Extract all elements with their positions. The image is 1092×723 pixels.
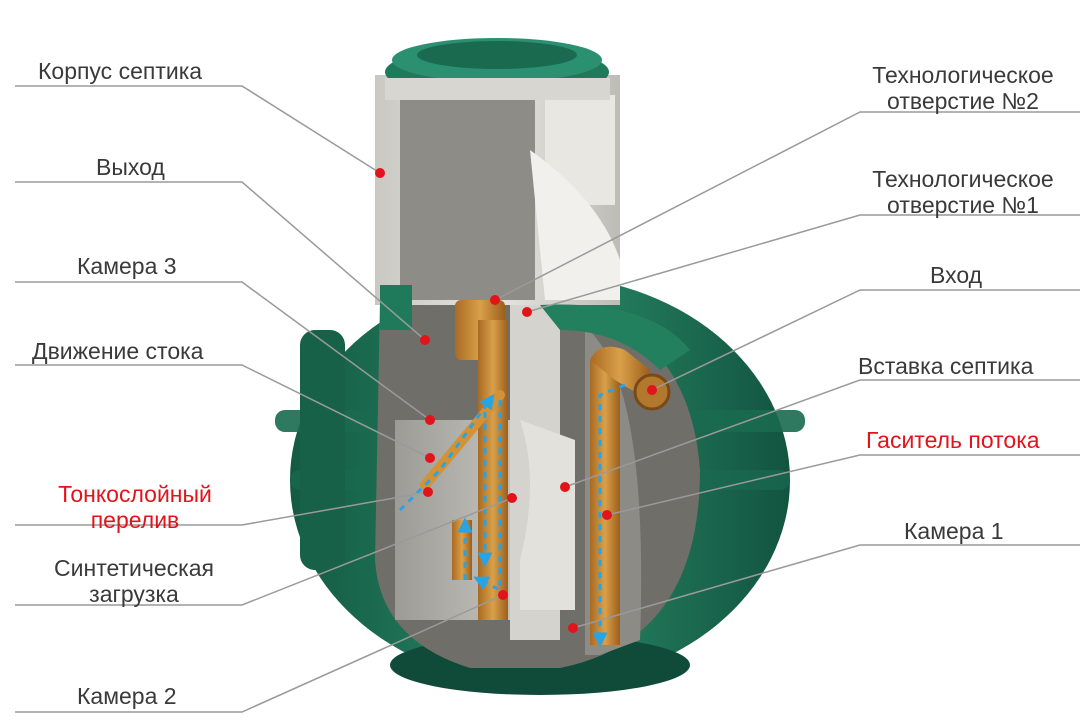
label-korpus: Корпус септика (38, 58, 202, 84)
marker-tech2 (490, 295, 500, 305)
label-vstavka: Вставка септика (858, 353, 1033, 379)
marker-tonko (423, 487, 433, 497)
marker-kamera1 (568, 623, 578, 633)
marker-dvizhenie (425, 453, 435, 463)
marker-vstavka (560, 482, 570, 492)
label-sint-line1: Синтетическая (38, 555, 230, 581)
label-kamera2: Камера 2 (77, 683, 177, 709)
label-tech2-line1: Технологическое (848, 62, 1078, 88)
marker-kamera2 (498, 590, 508, 600)
label-vyhod: Выход (96, 154, 165, 180)
label-tonko-line1: Тонкослойный (40, 481, 230, 507)
label-tech1-line1: Технологическое (848, 166, 1078, 192)
marker-sint (507, 493, 517, 503)
label-tonkosloyny: Тонкослойный перелив (40, 481, 230, 533)
label-tech1: Технологическое отверстие №1 (848, 166, 1078, 218)
marker-gasitel (602, 510, 612, 520)
marker-korpus (375, 168, 385, 178)
label-sint-line2: загрузка (38, 581, 230, 607)
label-tonko-line2: перелив (40, 507, 230, 533)
label-tech2-line2: отверстие №2 (848, 88, 1078, 114)
label-vhod: Вход (930, 262, 982, 288)
marker-vyhod (420, 335, 430, 345)
label-tech2: Технологическое отверстие №2 (848, 62, 1078, 114)
marker-tech1 (522, 307, 532, 317)
marker-vhod (647, 385, 657, 395)
label-kamera3: Камера 3 (77, 253, 177, 279)
label-gasitel: Гаситель потока (866, 427, 1040, 453)
label-sintetika: Синтетическая загрузка (38, 555, 230, 607)
label-dvizhenie: Движение стока (32, 338, 203, 364)
label-tech1-line2: отверстие №1 (848, 192, 1078, 218)
marker-kamera3 (425, 415, 435, 425)
tank-illustration (275, 38, 805, 695)
label-kamera1: Камера 1 (904, 518, 1004, 544)
